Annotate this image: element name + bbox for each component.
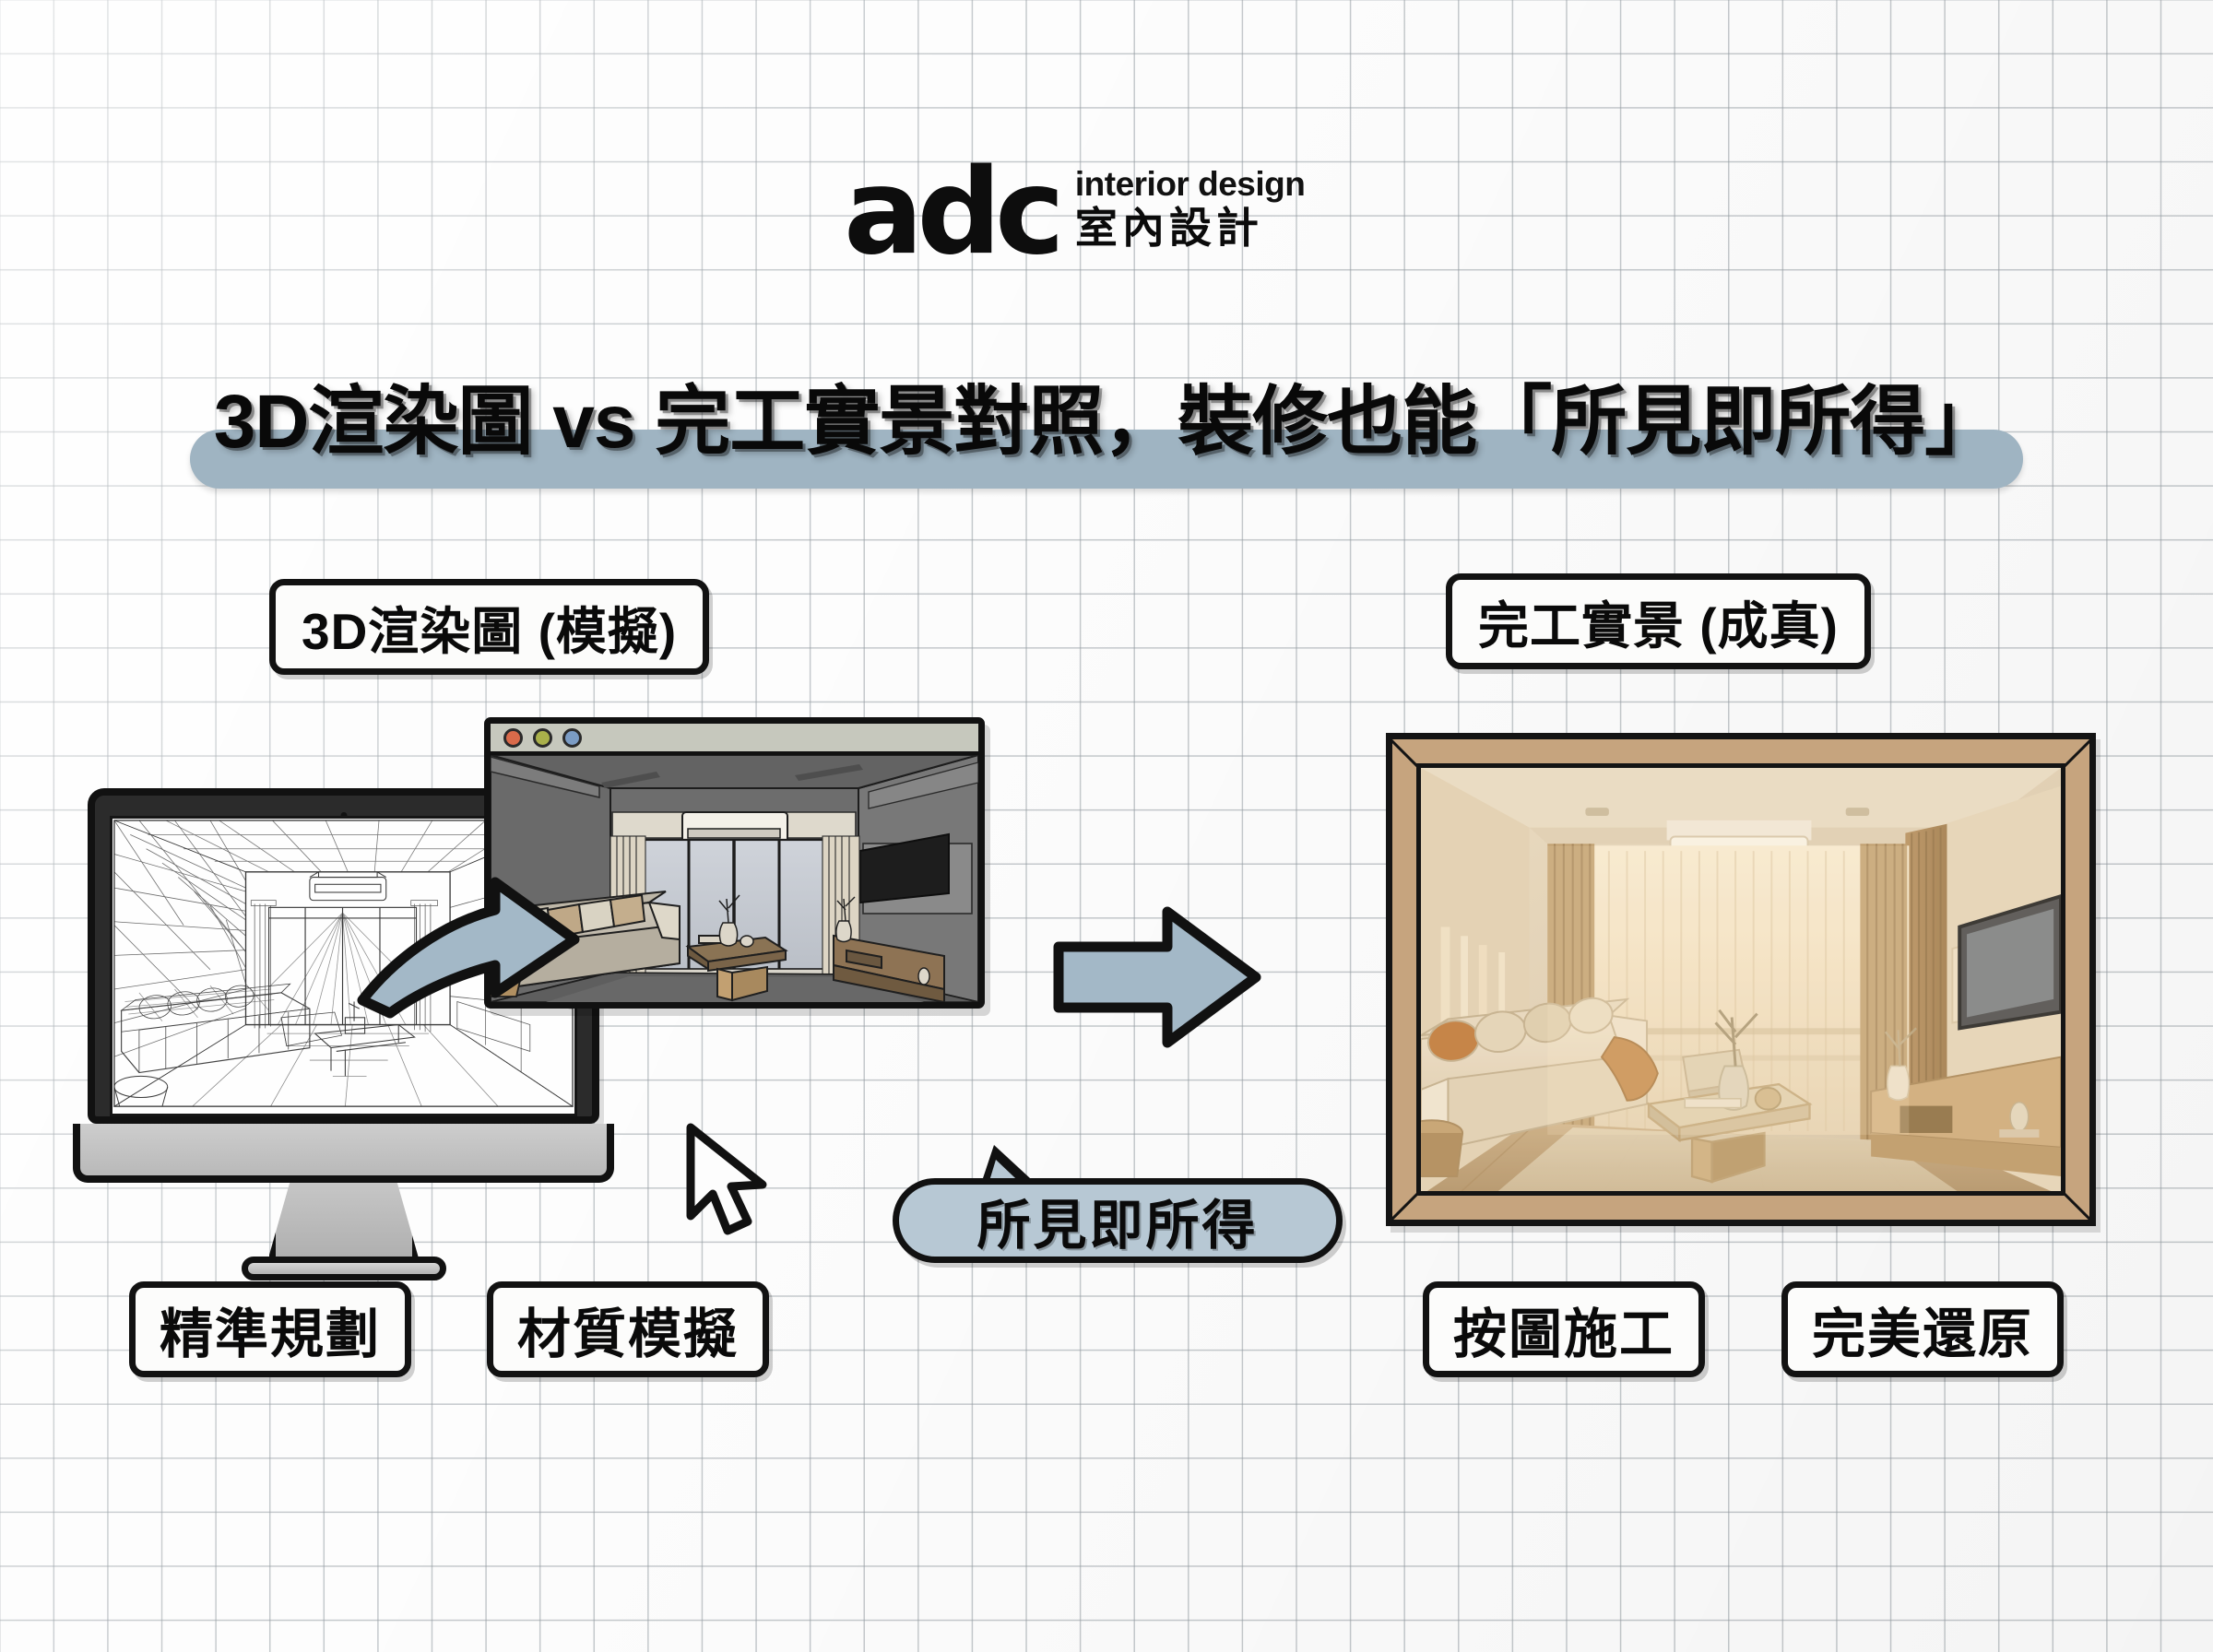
page-title: 3D渲染圖 vs 完工實景對照，裝修也能「所見即所得」 <box>189 376 2024 489</box>
footer-tag-1: 精準規劃 <box>129 1281 412 1377</box>
mouse-cursor-icon <box>686 1123 767 1235</box>
monitor-bezel <box>88 788 599 1124</box>
photo-mat <box>1416 763 2065 1196</box>
finished-living-room-photo <box>1421 768 2061 1191</box>
brand-logo: adc interior design 室內設計 <box>844 144 1306 281</box>
desktop-monitor <box>73 788 614 1280</box>
webcam-dot-icon <box>340 812 347 819</box>
window-minimize-dot-icon[interactable] <box>533 727 552 748</box>
frame-mitre-top-right <box>2061 738 2093 770</box>
right-arrow-icon <box>1053 906 1261 1048</box>
footer-tag-4: 完美還原 <box>1781 1281 2065 1377</box>
logo-tagline-en: interior design <box>1074 165 1306 203</box>
headline-container: 3D渲染圖 vs 完工實景對照，裝修也能「所見即所得」 <box>0 376 2213 489</box>
finished-photo-frame <box>1386 733 2096 1226</box>
wireframe-3d-model-icon <box>112 820 574 1107</box>
logo-wordmark: adc <box>844 144 1065 281</box>
panel-label-photo: 完工實景 (成真) <box>1446 573 1871 669</box>
logo-tagline-zh: 室內設計 <box>1074 203 1263 252</box>
frame-mitre-bottom-right <box>2061 1189 2093 1221</box>
speech-bubble-text: 所見即所得 <box>976 1196 1259 1256</box>
window-titlebar[interactable] <box>491 724 978 755</box>
window-maximize-dot-icon[interactable] <box>562 727 582 748</box>
headline-text: 3D渲染圖 vs 完工實景對照，裝修也能「所見即所得」 <box>213 380 2001 464</box>
speech-bubble: 所見即所得 <box>893 1178 1343 1263</box>
footer-tag-2: 材質模擬 <box>487 1281 770 1377</box>
panel-label-render: 3D渲染圖 (模擬) <box>269 579 710 675</box>
window-close-dot-icon[interactable] <box>503 727 523 748</box>
footer-tag-3: 按圖施工 <box>1423 1281 1706 1377</box>
monitor-stand-neck <box>268 1183 419 1257</box>
logo-tagline-group: interior design 室內設計 <box>1074 161 1306 252</box>
monitor-chin <box>73 1124 614 1183</box>
monitor-stand-base <box>241 1257 446 1280</box>
curved-arrow-icon <box>357 877 580 1019</box>
headline-highlight-bar <box>189 430 2024 489</box>
